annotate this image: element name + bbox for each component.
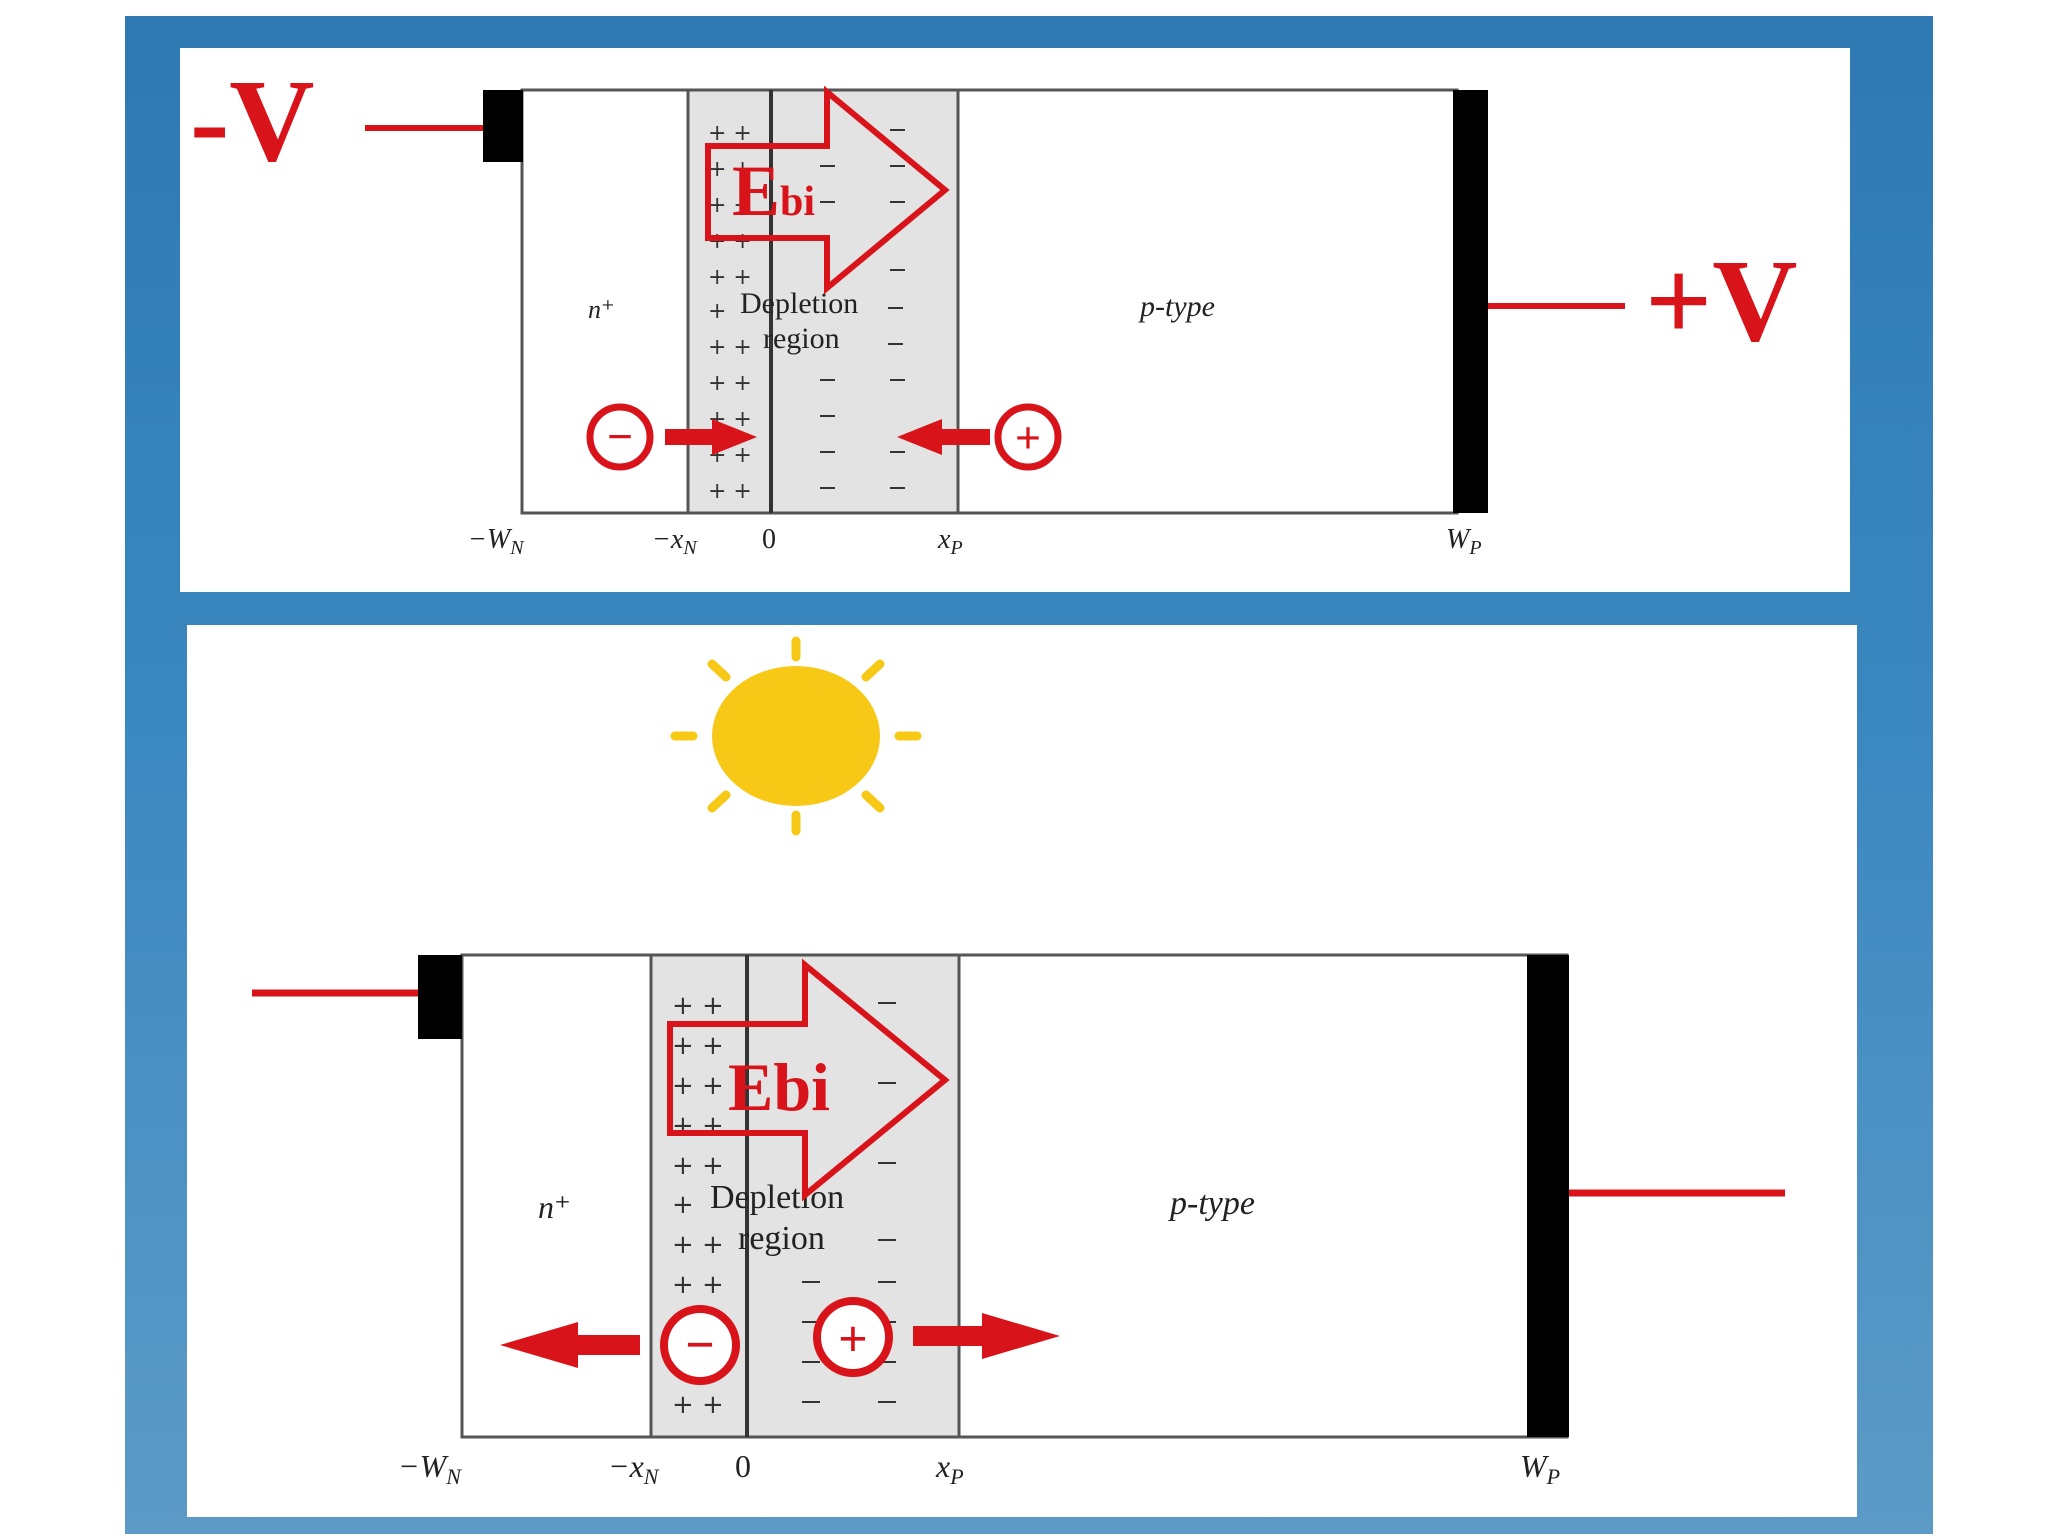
axis-xn-bottom: −xN [608, 1448, 660, 1489]
svg-text:+: + [672, 1190, 694, 1220]
electron-arrow-shaft-top [665, 429, 715, 445]
field-arrow-bottom [667, 958, 950, 1202]
axis-wn-top: −WN [468, 524, 525, 559]
svg-text:+ +: + + [672, 1151, 724, 1181]
electron-icon-bottom [660, 1305, 740, 1385]
left-contact-top [483, 90, 523, 162]
electron-symbol-bottom: − [685, 1317, 715, 1374]
hole-arrow-shaft-bottom [913, 1326, 988, 1346]
axis-zero-top: 0 [762, 524, 776, 555]
axis-wp-top: WP [1446, 524, 1482, 559]
hole-symbol-top: + [1015, 412, 1041, 463]
hole-symbol-bottom: + [838, 1311, 868, 1368]
svg-text:+ +: + + [708, 371, 752, 396]
electron-arrow-head-top [712, 419, 757, 455]
svg-text:+ +: + + [708, 229, 752, 254]
device-body-bottom [460, 953, 1569, 1439]
positive-charges-top: + + + + + + + + + + + + + + + + + + + + … [708, 121, 752, 504]
field-label-top: Ebi [732, 151, 815, 231]
svg-text:+ +: + + [672, 1071, 724, 1101]
svg-text:+ +: + + [708, 479, 752, 504]
hole-arrow-shaft-top [938, 429, 990, 445]
axis-wn-bottom: −WN [398, 1448, 462, 1489]
axis-xp-bottom: xP [935, 1448, 964, 1489]
svg-text:+ +: + + [672, 1031, 724, 1061]
svg-text:+ +: + + [672, 1390, 724, 1420]
svg-text:+ +: + + [672, 1111, 724, 1141]
panel-bottom: + + + + + + + + + + + + + + + + + + + + … [187, 625, 1857, 1517]
axis-wp-bottom: WP [1520, 1448, 1560, 1489]
electron-arrow-shaft-bottom [570, 1335, 640, 1355]
electron-icon-top [586, 403, 654, 471]
axis-zero-bottom: 0 [735, 1448, 751, 1484]
electron-symbol-top: − [607, 411, 633, 462]
svg-text:+ +: + + [708, 335, 752, 360]
negative-charges-top [820, 129, 905, 489]
axis-xp-top: xP [937, 524, 963, 559]
field-arrow-top [705, 85, 950, 295]
device-body-top [520, 88, 1459, 515]
sun-icon [670, 636, 922, 836]
hole-arrow-head-top [897, 419, 942, 455]
svg-text:+ +: + + [708, 265, 752, 290]
svg-text:+ +: + + [672, 991, 724, 1021]
hole-arrow-head-bottom [982, 1313, 1060, 1359]
svg-text:+ +: + + [708, 157, 752, 182]
hole-icon-bottom [813, 1297, 893, 1377]
svg-text:+ +: + + [708, 193, 752, 218]
n-region-label-bottom: n⁺ [538, 1189, 571, 1225]
p-region-label-bottom: p-type [1168, 1185, 1255, 1222]
depletion-label-top-line1: Depletion [740, 287, 858, 320]
negative-voltage-label: -V [190, 55, 315, 186]
svg-text:+ +: + + [708, 121, 752, 146]
depletion-label-bottom-line2: region [738, 1220, 825, 1257]
electron-arrow-head-bottom [500, 1322, 578, 1368]
n-region-label-top: n⁺ [588, 295, 615, 324]
axis-xn-top: −xN [652, 524, 698, 559]
svg-text:+ +: + + [672, 1270, 724, 1300]
field-label-bottom: Ebi [728, 1049, 830, 1125]
depletion-label-bottom-line1: Depletion [710, 1179, 844, 1216]
hole-icon-top [994, 403, 1062, 471]
right-contact-top [1453, 90, 1488, 513]
panel-top: + + + + + + + + + + + + + + + + + + + + … [180, 48, 1850, 592]
svg-text:+: + [708, 299, 726, 324]
left-contact-bottom [418, 955, 462, 1039]
p-region-label-top: p-type [1138, 290, 1215, 323]
svg-text:+ +: + + [672, 1230, 724, 1260]
depletion-label-top-line2: region [763, 322, 840, 355]
right-contact-bottom [1527, 955, 1569, 1437]
positive-voltage-label: +V [1645, 235, 1797, 366]
